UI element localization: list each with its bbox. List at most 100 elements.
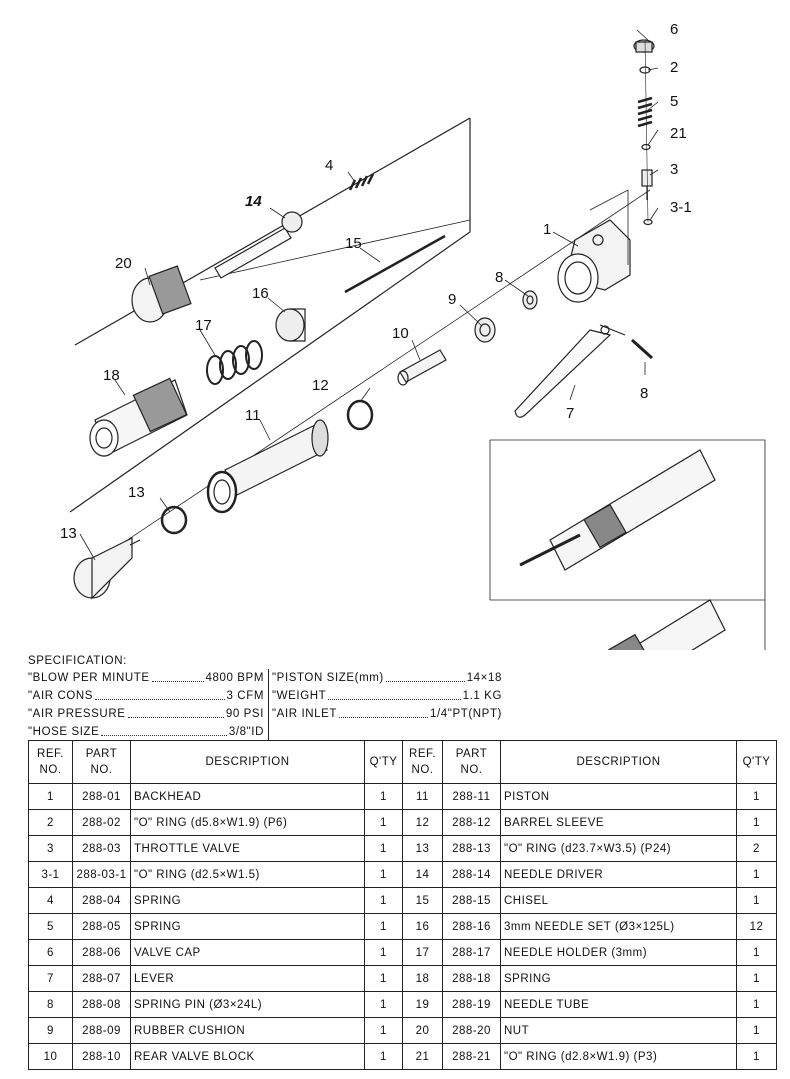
rear-valve-block-10	[474, 317, 496, 343]
assembled-tool-view-chisel	[519, 449, 716, 571]
ref-no-cell: 9	[28, 1017, 73, 1044]
chisel-15	[214, 211, 303, 279]
callout-15: 14	[245, 193, 262, 210]
callout-19: 18	[103, 367, 120, 384]
part-no-cell: 288-03	[72, 835, 131, 862]
description-cell: SPRING	[130, 913, 365, 940]
description-cell: BACKHEAD	[130, 783, 365, 810]
needle-set-16	[344, 234, 446, 294]
part-no-cell: 288-05	[72, 913, 131, 940]
callout-3: 3	[670, 161, 678, 178]
qty-cell: 1	[364, 913, 403, 940]
needle-holder-17	[275, 308, 306, 342]
assembled-tool-view-needle	[608, 599, 726, 650]
backhead-1	[557, 189, 631, 303]
o-ring-13-lower	[160, 505, 188, 535]
callout-10: 9	[448, 291, 456, 308]
qty-cell: 1	[736, 1043, 777, 1070]
ref-no-cell: 5	[28, 913, 73, 940]
piston-11	[397, 349, 447, 386]
part-no-cell: 288-03-1	[72, 861, 131, 888]
part-no-cell: 288-10	[72, 1043, 131, 1070]
callout-20: 20	[115, 255, 132, 272]
description-cell: SPRING PIN (Ø3×24L)	[130, 991, 365, 1018]
part-no-cell: 288-14	[442, 861, 501, 888]
part-no-cell: 288-11	[442, 783, 501, 810]
ref-no-cell: 19	[402, 991, 443, 1018]
callout-21: 21	[670, 125, 687, 142]
description-cell: SPRING	[500, 965, 737, 992]
ref-no-cell: 12	[402, 809, 443, 836]
callout-3-1: 3-1	[670, 199, 692, 216]
header-description: DESCRIPTION	[130, 740, 365, 784]
part-no-cell: 288-08	[72, 991, 131, 1018]
description-cell: NEEDLE HOLDER (3mm)	[500, 939, 737, 966]
description-cell: "O" RING (d5.8×W1.9) (P6)	[130, 809, 365, 836]
qty-cell: 1	[736, 887, 777, 914]
part-no-cell: 288-16	[442, 913, 501, 940]
header-qty: Q'TY	[364, 740, 403, 784]
ref-no-cell: 17	[402, 939, 443, 966]
part-no-cell: 288-13	[442, 835, 501, 862]
callout-9: 8	[495, 269, 503, 286]
part-no-cell: 288-12	[442, 809, 501, 836]
ref-no-cell: 18	[402, 965, 443, 992]
ref-no-cell: 7	[28, 965, 73, 992]
nut-20	[131, 265, 192, 323]
part-no-cell: 288-21	[442, 1043, 501, 1070]
valve-cap-6	[633, 39, 655, 53]
qty-cell: 1	[364, 835, 403, 862]
qty-cell: 1	[364, 1017, 403, 1044]
callout-14: 13	[60, 525, 77, 542]
qty-cell: 12	[736, 913, 777, 940]
part-no-cell: 288-04	[72, 887, 131, 914]
description-cell: "O" RING (d2.5×W1.5)	[130, 861, 365, 888]
part-no-cell: 288-06	[72, 939, 131, 966]
spec-divider	[268, 669, 269, 741]
description-cell: VALVE CAP	[130, 939, 365, 966]
exploded-frame-line	[69, 118, 471, 513]
qty-cell: 1	[364, 861, 403, 888]
callout-5: 5	[670, 93, 678, 110]
assembled-panel-frame	[490, 439, 766, 650]
qty-cell: 1	[736, 939, 777, 966]
needle-tube-19	[89, 377, 188, 457]
qty-cell: 1	[364, 965, 403, 992]
ref-no-cell: 8	[28, 991, 73, 1018]
qty-cell: 1	[364, 809, 403, 836]
spring-4	[348, 173, 375, 191]
part-no-cell: 288-17	[442, 939, 501, 966]
description-cell: BARREL SLEEVE	[500, 809, 737, 836]
description-cell: NEEDLE TUBE	[500, 991, 737, 1018]
part-no-cell: 288-18	[442, 965, 501, 992]
callout-8: 8	[640, 385, 648, 402]
lever-7	[514, 324, 626, 418]
part-no-cell: 288-19	[442, 991, 501, 1018]
o-ring-21	[641, 143, 651, 151]
part-no-cell: 288-15	[442, 887, 501, 914]
description-cell: NEEDLE DRIVER	[500, 861, 737, 888]
spec-piston-size: "PISTON SIZE(mm)14×18	[272, 672, 502, 684]
description-cell: PISTON	[500, 783, 737, 810]
callout-11: 10	[392, 325, 409, 342]
header-ref-no: REF.NO.	[28, 740, 73, 784]
barrel-sleeve-12	[206, 419, 329, 514]
callout-13-lower: 13	[128, 484, 145, 501]
part-no-cell: 288-07	[72, 965, 131, 992]
qty-cell: 1	[364, 887, 403, 914]
qty-cell: 1	[736, 991, 777, 1018]
ref-no-cell: 1	[28, 783, 73, 810]
callout-18: 17	[195, 317, 212, 334]
qty-cell: 1	[364, 783, 403, 810]
